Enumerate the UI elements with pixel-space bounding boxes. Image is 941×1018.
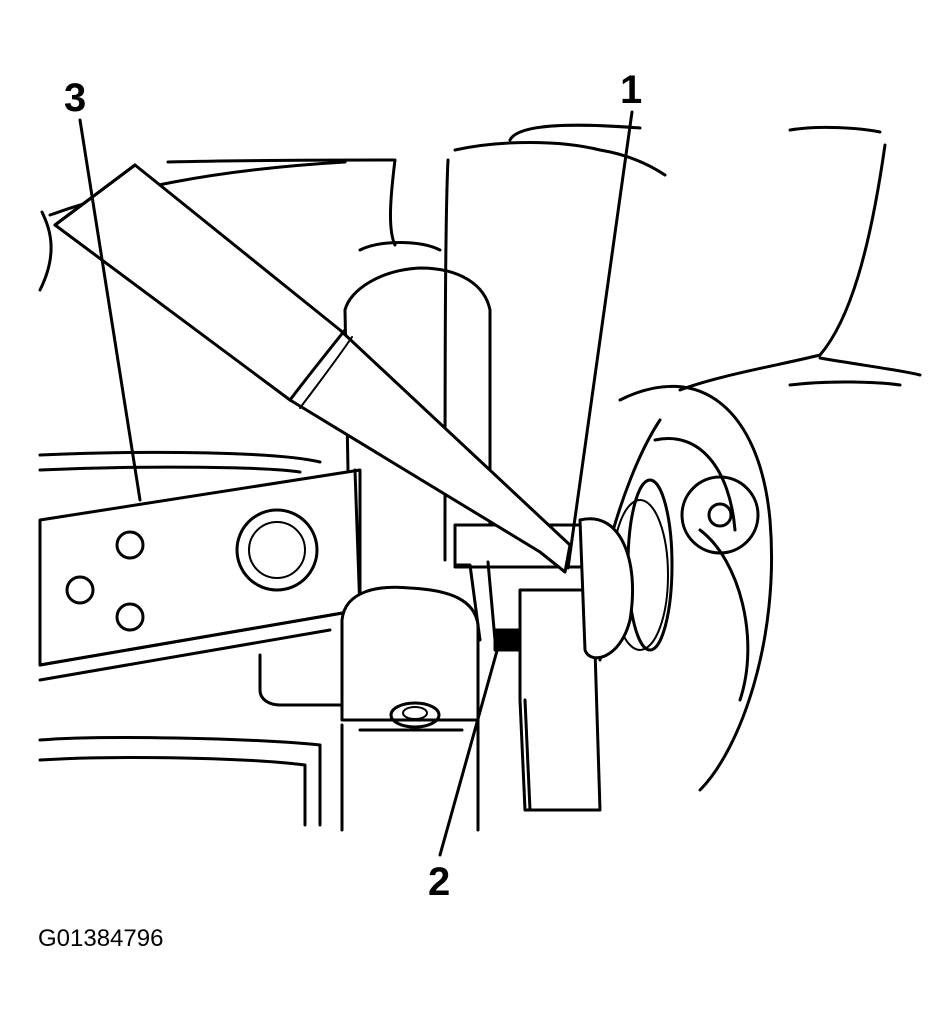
knuckle-block <box>518 517 635 812</box>
leader-line-1 <box>566 110 634 570</box>
leader-line-2 <box>438 638 502 857</box>
callout-2: 2 <box>428 860 451 904</box>
callout-3: 3 <box>64 76 87 120</box>
rear-housing <box>38 123 922 562</box>
figure-id-label: G01384796 <box>38 925 164 952</box>
control-arm <box>38 468 362 682</box>
callout-1: 1 <box>620 68 643 112</box>
lower-frame <box>38 450 342 827</box>
bolt-boss <box>340 585 480 832</box>
separator-tool <box>53 163 572 574</box>
leader-line-3 <box>78 118 142 502</box>
hub-disc <box>611 384 774 792</box>
leader-lines <box>78 110 634 857</box>
